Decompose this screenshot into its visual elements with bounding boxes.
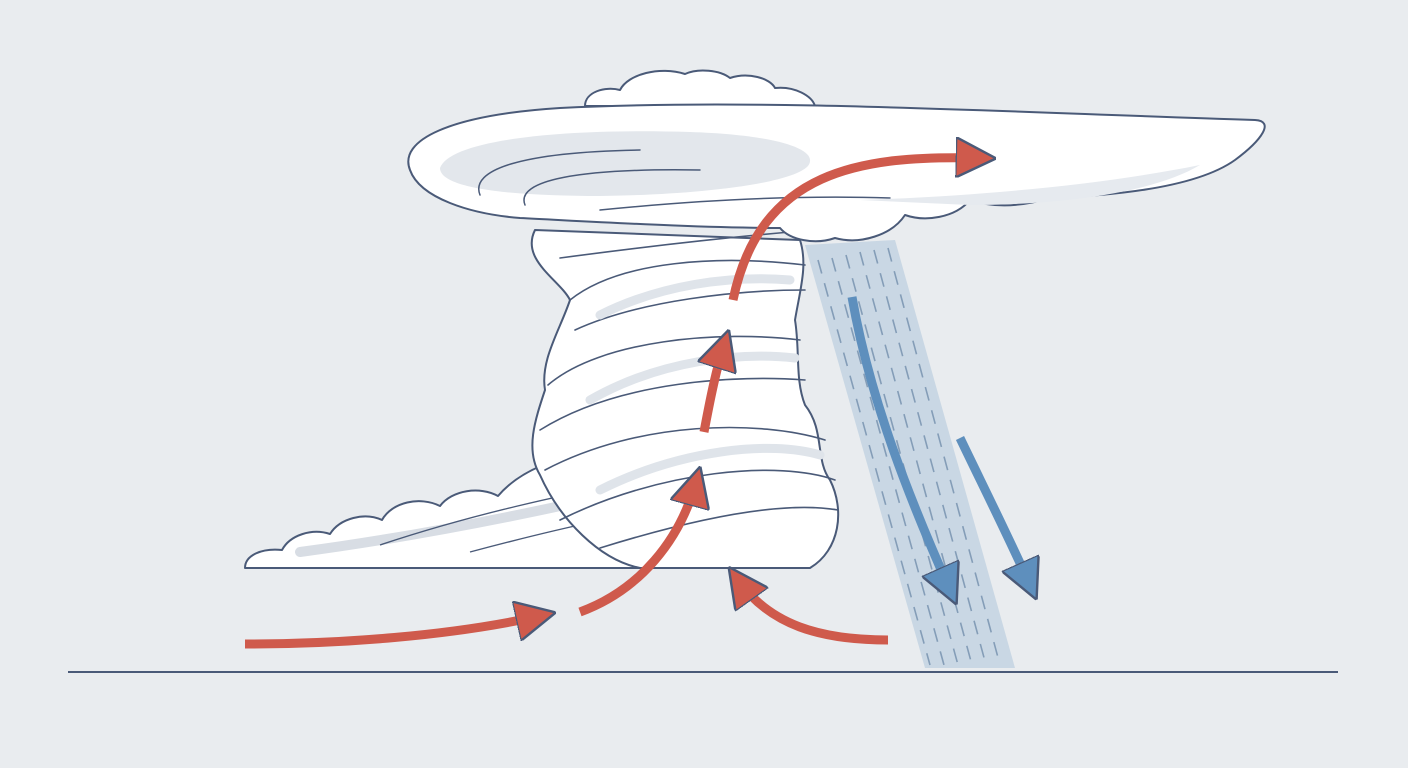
rain-shaft (805, 240, 1015, 668)
inflow-arrow-rising (578, 482, 696, 617)
overshooting-top (584, 69, 816, 107)
updraft-arrow-mid (704, 345, 724, 433)
downdraft-arrow-secondary (955, 436, 1030, 585)
anvil-underside-shade (860, 165, 1200, 205)
warm-inflow-arrows (244, 158, 980, 649)
anvil-shade (440, 131, 811, 196)
rain-shaft-body (805, 240, 1015, 668)
downdraft-arrows (847, 296, 1030, 590)
cloud-top-icon (584, 69, 816, 107)
downdraft-arrow-main (847, 296, 950, 590)
rotating-updraft-tower (530, 229, 840, 569)
inflow-arrow-low (244, 616, 540, 649)
anvil-swirls (478, 149, 891, 211)
updraft-arrow-top (728, 158, 980, 301)
rear-inflow-arrow (738, 580, 889, 645)
